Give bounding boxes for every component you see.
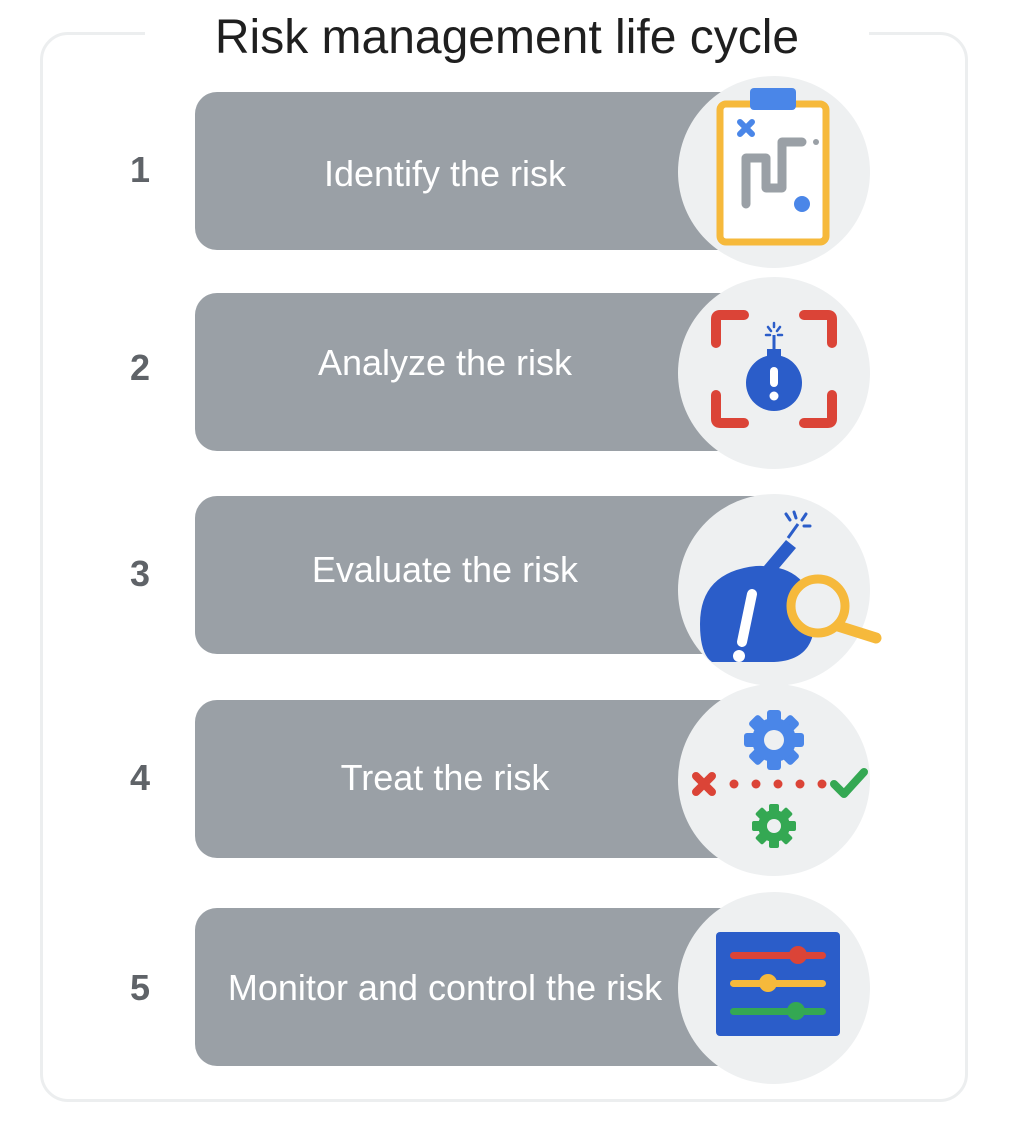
step-5: 5 Monitor and control the risk — [0, 892, 1014, 1084]
step-number: 4 — [129, 757, 151, 798]
step-bar — [195, 700, 755, 858]
step-label: Evaluate the risk — [311, 549, 579, 590]
diagram-title: Risk management life cycle — [0, 8, 1014, 68]
step-4: 4 Treat the risk — [0, 684, 1014, 876]
bomb-focus-icon — [678, 277, 870, 469]
step-1: 1 Identify the risk — [0, 76, 1014, 268]
sliders-icon — [678, 892, 870, 1084]
step-number: 5 — [129, 967, 151, 1008]
bomb-magnifier-icon — [678, 494, 882, 686]
step-label: Identify the risk — [323, 153, 567, 194]
step-label: Monitor and control the risk — [227, 967, 663, 1008]
step-label: Treat the risk — [340, 757, 550, 798]
clipboard-plan-icon — [678, 76, 870, 268]
step-3: 3 Evaluate the risk — [0, 494, 1014, 686]
step-bar — [195, 92, 755, 250]
step-number: 1 — [129, 149, 151, 190]
step-bar — [195, 496, 755, 654]
step-2: 2 Analyze the risk — [0, 277, 1014, 469]
gears-path-icon — [678, 684, 870, 876]
step-label: Analyze the risk — [317, 342, 573, 383]
step-bar — [195, 908, 755, 1066]
step-bar — [195, 293, 755, 451]
step-number: 2 — [129, 347, 151, 388]
step-number: 3 — [129, 553, 151, 594]
